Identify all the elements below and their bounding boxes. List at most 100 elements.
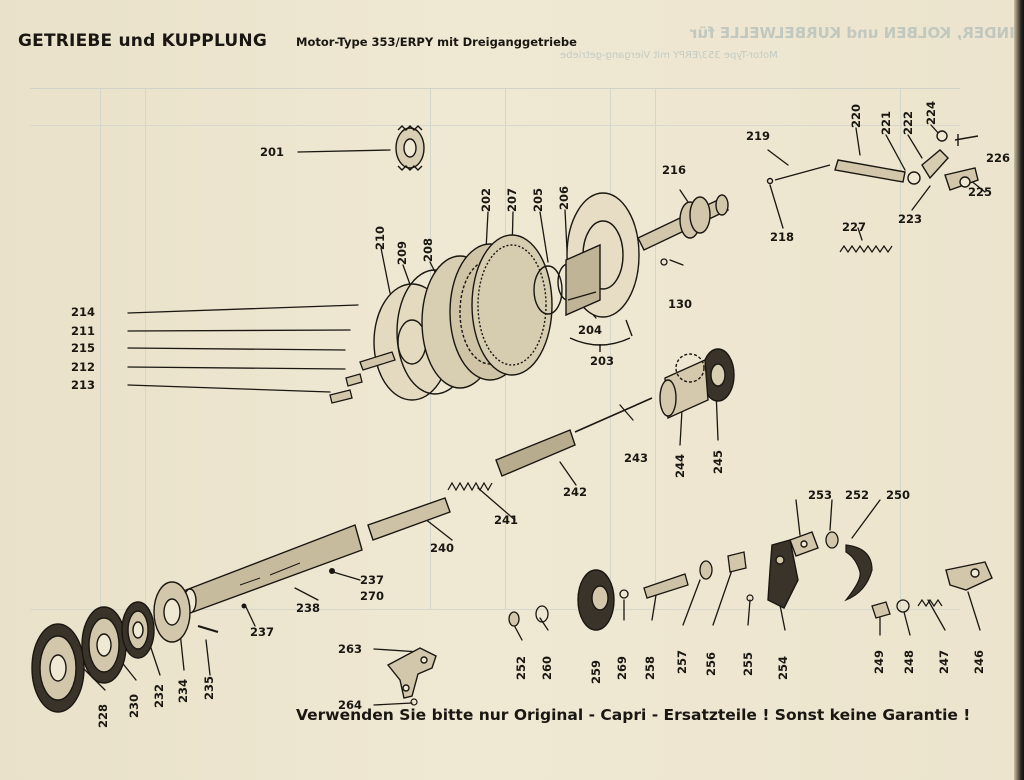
label-234: 234: [176, 678, 190, 703]
label-223: 223: [898, 212, 923, 226]
label-225: 225: [968, 185, 993, 199]
label-241: 241: [494, 513, 519, 527]
label-269: 269: [615, 655, 629, 680]
label-264: 264: [338, 698, 363, 712]
page-title: GETRIEBE und KUPPLUNG: [18, 31, 267, 51]
label-252b: 252: [514, 655, 528, 680]
part-241-spring: [447, 481, 493, 492]
label-130: 130: [668, 297, 693, 311]
label-227: 227: [842, 220, 867, 234]
part-219-220-rods: [766, 130, 979, 191]
pins-211-215: [329, 351, 396, 404]
lever-263: [386, 647, 437, 699]
gear-230: [81, 606, 127, 684]
part-252-nut-b: [508, 611, 520, 627]
label-260: 260: [540, 655, 554, 680]
part-242-sleeve: [495, 429, 576, 477]
label-204: 204: [578, 323, 603, 337]
part-248-washer: [896, 599, 910, 613]
label-206: 206: [557, 185, 571, 210]
part-256-nut: [727, 551, 747, 573]
label-245: 245: [711, 449, 725, 474]
label-240: 240: [430, 541, 455, 555]
label-201: 201: [260, 145, 285, 159]
part-257-nut: [699, 560, 713, 580]
label-243: 243: [624, 451, 649, 465]
label-207: 207: [505, 187, 519, 212]
page-subtitle: Motor-Type 353/ERPY mit Dreiganggetriebe: [296, 35, 577, 49]
label-258: 258: [643, 655, 657, 680]
label-212: 212: [71, 360, 96, 374]
part-264-pin: [410, 698, 418, 706]
label-259: 259: [589, 659, 603, 684]
label-209: 209: [395, 240, 409, 265]
part-240-shaft: [367, 497, 451, 541]
label-246: 246: [972, 649, 986, 674]
bracket-203-204: [569, 337, 631, 352]
hub-244: [659, 353, 709, 420]
label-215: 215: [71, 341, 96, 355]
part-235-pin: [197, 625, 219, 633]
label-202: 202: [479, 187, 493, 212]
part-237-pin: [241, 603, 247, 609]
label-263: 263: [338, 642, 363, 656]
label-221: 221: [879, 110, 893, 135]
label-232: 232: [152, 683, 166, 708]
gear-232: [121, 601, 155, 659]
part-227-spring: [839, 244, 893, 254]
part-253-plate: [789, 531, 819, 557]
label-208: 208: [421, 237, 435, 262]
label-220: 220: [849, 103, 863, 128]
label-247: 247: [937, 649, 951, 674]
part-216-shaft: [637, 194, 729, 251]
label-237b: 237: [250, 625, 275, 639]
gear-228: [31, 623, 85, 713]
label-242: 242: [563, 485, 588, 499]
part-259-disc: [577, 569, 615, 631]
label-210: 210: [373, 225, 387, 250]
part-250-fork: [844, 544, 873, 602]
clutch-assembly: [373, 192, 640, 401]
label-244: 244: [673, 453, 687, 478]
disc-234: [153, 581, 191, 643]
page-edge: [1014, 0, 1024, 780]
label-256: 256: [704, 651, 718, 676]
label-216: 216: [662, 163, 687, 177]
part-237-ball: [329, 568, 335, 574]
label-253: 253: [808, 488, 833, 502]
label-213: 213: [71, 378, 96, 392]
label-222: 222: [901, 110, 915, 135]
part-130-pin: [660, 258, 668, 266]
label-270: 270: [360, 589, 385, 603]
label-238: 238: [296, 601, 321, 615]
label-203: 203: [590, 354, 615, 368]
label-248: 248: [902, 649, 916, 674]
label-224: 224: [924, 100, 938, 125]
label-255: 255: [741, 651, 755, 676]
label-254: 254: [776, 655, 790, 680]
label-228: 228: [96, 703, 110, 728]
guarantee-notice: Verwenden Sie bitte nur Original - Capri…: [296, 706, 971, 724]
label-205: 205: [531, 187, 545, 212]
label-252a: 252: [845, 488, 870, 502]
part-247-spring: [917, 598, 943, 608]
part-258-bolt: [643, 573, 689, 599]
label-214: 214: [71, 305, 96, 319]
label-237a: 237: [360, 573, 385, 587]
part-252-nut: [825, 531, 839, 549]
label-235: 235: [202, 675, 216, 700]
part-269-washer: [619, 589, 629, 599]
label-249: 249: [872, 649, 886, 674]
label-211: 211: [71, 324, 96, 338]
part-260-washer: [535, 605, 549, 623]
sprocket-245: [701, 348, 735, 402]
part-238-mainshaft: [183, 524, 363, 614]
label-218: 218: [770, 230, 795, 244]
label-226: 226: [986, 151, 1011, 165]
part-255-pin: [746, 594, 754, 602]
part-249-nut: [871, 601, 891, 619]
part-243-rod: [574, 397, 653, 433]
label-257: 257: [675, 649, 689, 674]
